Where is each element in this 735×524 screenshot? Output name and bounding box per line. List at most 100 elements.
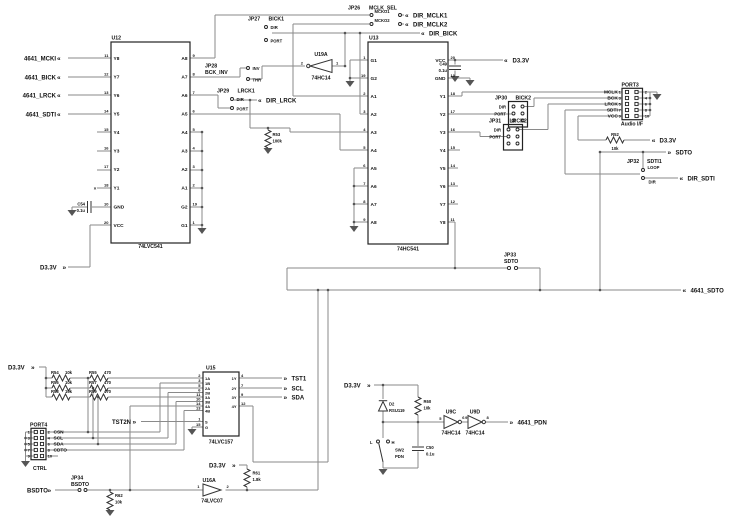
- port4-caption: CTRL: [33, 466, 48, 472]
- net-arrow-icon: «: [57, 112, 61, 119]
- sw2-pos-left: L: [370, 440, 373, 445]
- sw2-ref: SW2: [395, 448, 405, 453]
- u13-ref: U13: [369, 36, 379, 42]
- jumper-pad: [515, 134, 520, 139]
- port-pin-number: 9: [28, 454, 31, 459]
- r54-value: 10k: [65, 370, 73, 375]
- net-label-tst2n: TST2N: [112, 420, 131, 426]
- u16a-part: 74LVC07: [201, 499, 223, 505]
- r61-value: 1.8k: [253, 477, 262, 482]
- inverter-triangle-icon: [467, 414, 484, 430]
- r62-value: 10k: [115, 500, 123, 505]
- port-pin-number: 4: [48, 436, 51, 441]
- jumper-pad: [369, 13, 374, 17]
- net-arrow-icon: «: [405, 22, 409, 29]
- net-label-4641-lrck: 4641_LRCK: [23, 94, 57, 100]
- pin-name: A1: [181, 186, 187, 192]
- inverter-bubble-icon: [306, 63, 311, 69]
- jp31-pos2-label: PORT: [489, 135, 501, 140]
- resistor-symbol: [89, 392, 109, 402]
- pin-name: A8: [181, 56, 187, 62]
- port-pin-number: 1: [619, 90, 622, 95]
- net-label-sdto: SDTO: [676, 151, 693, 157]
- u12-ref: U12: [112, 36, 122, 42]
- port-pin-number: 7: [28, 448, 31, 453]
- jp30-pos2-label: PORT: [494, 112, 506, 117]
- pin-name: G1: [371, 58, 378, 64]
- pin-number: 9: [193, 53, 196, 58]
- header-pad: [33, 435, 38, 441]
- port-pin-number: 10: [645, 114, 650, 119]
- pin-name: A5: [371, 166, 377, 172]
- u15-part: 74LVC157: [209, 440, 234, 446]
- pin-number: 8: [363, 199, 366, 204]
- r55-ref: R55: [89, 370, 97, 375]
- c54-ref: C54: [77, 202, 85, 207]
- u12-group: U12 74LVC541 Y811Y712Y613Y514Y415Y316Y21…: [40, 36, 198, 272]
- pin-name: 1Y: [232, 376, 237, 381]
- jumper-pad: [513, 265, 519, 271]
- jp30-body: [507, 100, 529, 128]
- pin-name: Y8: [114, 56, 120, 62]
- u13-group: U13 74HC541 G11G219A12A23A34A45A56A67A78…: [361, 36, 529, 253]
- r52-value: 10k: [612, 146, 620, 151]
- net-label-scl: SCL: [292, 387, 304, 393]
- jp26-ref: JP26: [348, 6, 360, 12]
- header-pad: [634, 89, 639, 95]
- sw2-switch: L H SW2 PDN: [370, 439, 405, 463]
- r52-resistor: R52 10k « D3.3V » SDTO: [605, 132, 693, 157]
- u9d-pin-out: 8: [487, 415, 490, 420]
- header-pad: [33, 453, 38, 459]
- r53-resistor: R53 100k: [263, 129, 282, 149]
- jp27-pos2-label: PORT: [271, 39, 283, 44]
- r57-value: 470: [104, 380, 112, 385]
- u9c-pin-out: 6: [462, 415, 465, 420]
- d2-part: RSU119: [389, 408, 405, 413]
- jp31-name: LRCK2: [510, 119, 527, 125]
- pin-name: 4A: [205, 404, 210, 409]
- pin-name: Y1: [440, 94, 446, 100]
- wire-harness: [25, 14, 681, 492]
- pin-number: 1: [198, 416, 201, 421]
- r56-ref: R56: [51, 380, 59, 385]
- pin-number: 15: [196, 422, 201, 427]
- port-pin-number: 7: [619, 108, 622, 113]
- jp33-ref: JP33: [504, 253, 516, 259]
- port3-body: [621, 87, 644, 121]
- jumper-pad: [520, 118, 525, 123]
- pin-name: A8: [371, 220, 377, 226]
- sdto-output: « 4641_SDTO: [683, 288, 725, 295]
- u13-part: 74HC541: [397, 247, 419, 253]
- jumper-pad: [77, 488, 82, 492]
- codec-input-labels: 4641_MCKI « 4641_BICK « 4641_LRCK « 4641…: [23, 56, 61, 119]
- pin-name: A2: [181, 167, 187, 173]
- d2-diode: D2 RSU119: [377, 400, 405, 413]
- port-pin-number: 3: [619, 96, 622, 101]
- r58-ref: R58: [51, 389, 59, 394]
- header-pad: [634, 113, 639, 119]
- jumper-pad: [641, 168, 645, 172]
- pin-number: 20: [451, 55, 456, 60]
- jp33-name: SDTO: [504, 259, 518, 265]
- c50-capacitor: C50 0.1u: [412, 445, 435, 457]
- u16a-pin-out: 2: [227, 484, 230, 489]
- power-arrow-icon: »: [367, 383, 371, 390]
- header-pad: [33, 429, 38, 435]
- pin-name: Y3: [114, 149, 120, 155]
- u9d-pin-in: 9: [465, 415, 468, 420]
- pin-number: 5: [193, 127, 196, 132]
- pin-name: 2A: [205, 386, 210, 391]
- u16a-ref: U16A: [203, 478, 217, 484]
- pin-number: 17: [451, 109, 456, 114]
- jumper-pad: [230, 106, 234, 110]
- pin-name: Y4: [440, 148, 446, 154]
- pin-number: 4: [363, 127, 366, 132]
- u9c-inverter: U9C 74HC14 5 6: [439, 410, 465, 437]
- inverter-bubble-icon: [457, 419, 462, 425]
- jp32-pos2-label: DIR: [649, 180, 656, 185]
- pin-name: A5: [181, 111, 187, 117]
- jp32-ref: JP32: [627, 159, 639, 165]
